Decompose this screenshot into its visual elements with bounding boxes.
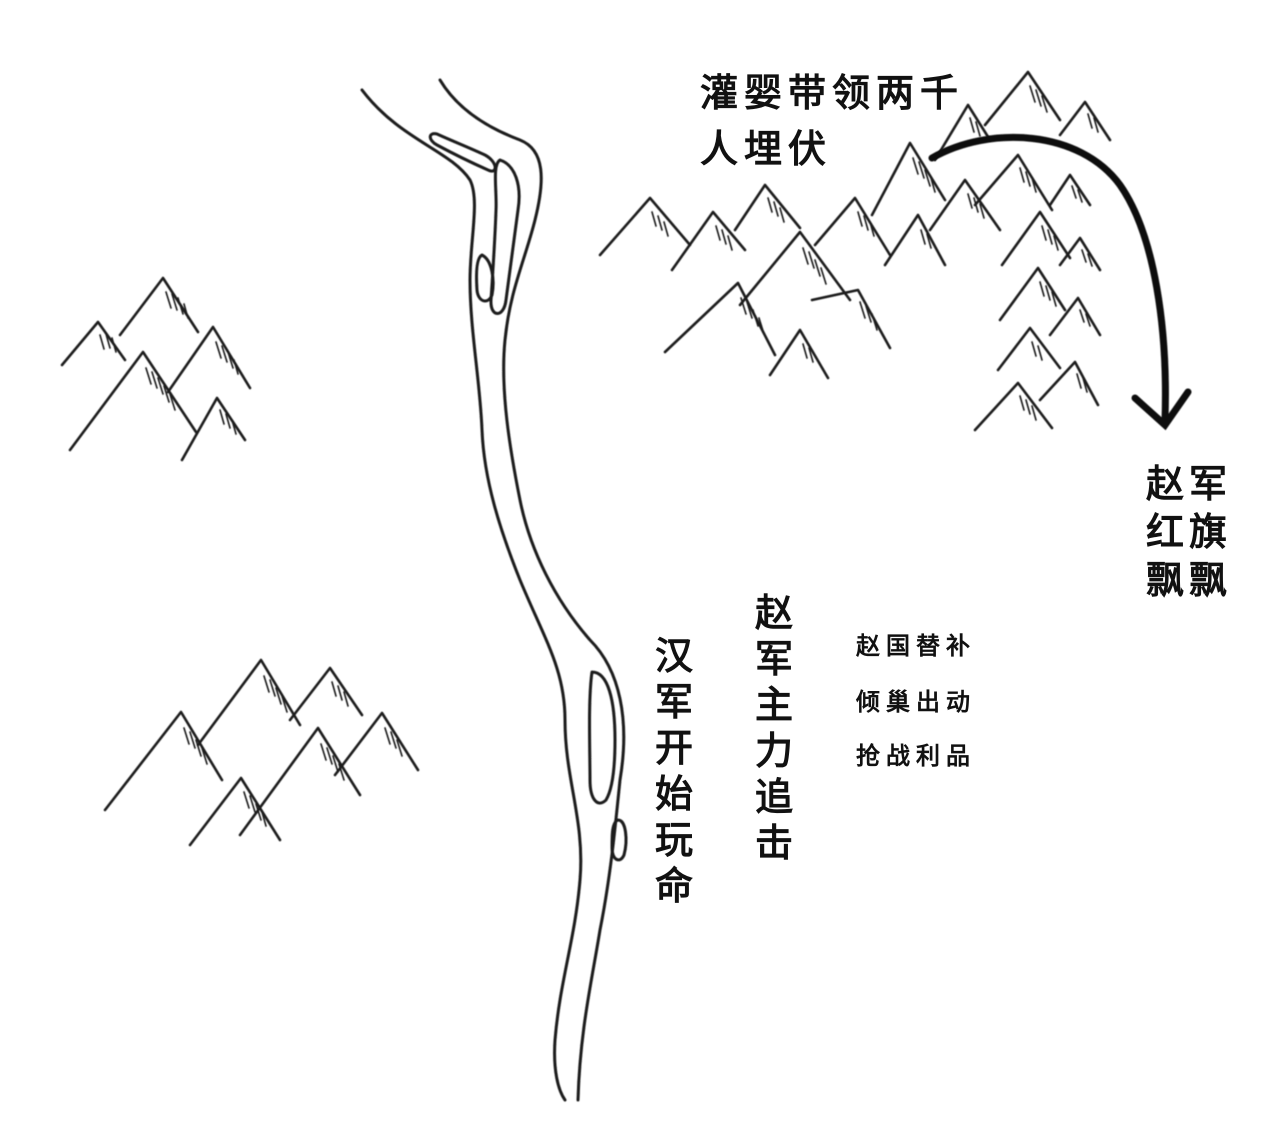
zhao-note-line2: 倾巢出动 bbox=[856, 687, 976, 716]
zhao-flag-label-col2: 军旗飘 bbox=[1188, 461, 1227, 602]
mountain-icon bbox=[288, 666, 364, 722]
mountain-icon bbox=[983, 70, 1062, 127]
mountain-icon bbox=[933, 103, 992, 162]
zhao-note-line3: 抢战利品 bbox=[856, 741, 976, 770]
mountain-icon bbox=[118, 276, 200, 337]
mountain-icon bbox=[68, 350, 198, 452]
mountain-icon bbox=[238, 726, 362, 837]
mountain-cluster-left-upper bbox=[60, 276, 252, 462]
curved-arrow-icon bbox=[928, 133, 1192, 431]
mountain-icon bbox=[1038, 360, 1100, 407]
mountain-icon bbox=[870, 141, 947, 217]
mountain-icon bbox=[188, 776, 282, 847]
ambush-label-line2: 人埋伏 bbox=[700, 126, 833, 171]
mountain-icon bbox=[883, 213, 947, 267]
mountain-icon bbox=[996, 326, 1062, 372]
zhao-note-line1: 赵国替补 bbox=[856, 631, 976, 660]
mountain-icon bbox=[1058, 236, 1102, 272]
ambush-label-line1: 灌婴带领两千 bbox=[700, 70, 965, 115]
mountain-icon bbox=[670, 210, 747, 272]
mountain-icon bbox=[998, 266, 1067, 322]
mountain-icon bbox=[973, 153, 1054, 212]
mountain-cluster-left-lower bbox=[103, 658, 420, 847]
mountain-icon bbox=[1058, 100, 1112, 142]
mountain-icon bbox=[733, 183, 802, 232]
mountain-icon bbox=[973, 381, 1054, 432]
mountain-icon bbox=[60, 320, 127, 367]
mountain-icon bbox=[333, 711, 420, 777]
zhao-main-force-label: 赵军主力追击 bbox=[754, 590, 793, 865]
mountain-icon bbox=[1000, 210, 1072, 267]
han-army-label: 汉军开始玩命 bbox=[654, 633, 693, 908]
mountain-icon bbox=[180, 396, 247, 462]
mountain-range-right bbox=[598, 70, 1112, 432]
mountain-icon bbox=[166, 325, 252, 394]
mountain-icon bbox=[810, 288, 892, 350]
mountain-icon bbox=[103, 710, 224, 812]
mountain-icon bbox=[768, 328, 830, 380]
mountain-icon bbox=[1048, 296, 1102, 337]
mountain-icon bbox=[598, 196, 692, 257]
mountain-icon bbox=[663, 281, 777, 357]
river-icon bbox=[360, 78, 628, 1102]
zhao-flag-label-col1: 赵红飘 bbox=[1145, 461, 1184, 602]
mountain-icon bbox=[196, 658, 302, 747]
mountain-icon bbox=[813, 196, 892, 257]
mountain-icon bbox=[1048, 173, 1092, 207]
mountain-icon bbox=[738, 230, 852, 307]
